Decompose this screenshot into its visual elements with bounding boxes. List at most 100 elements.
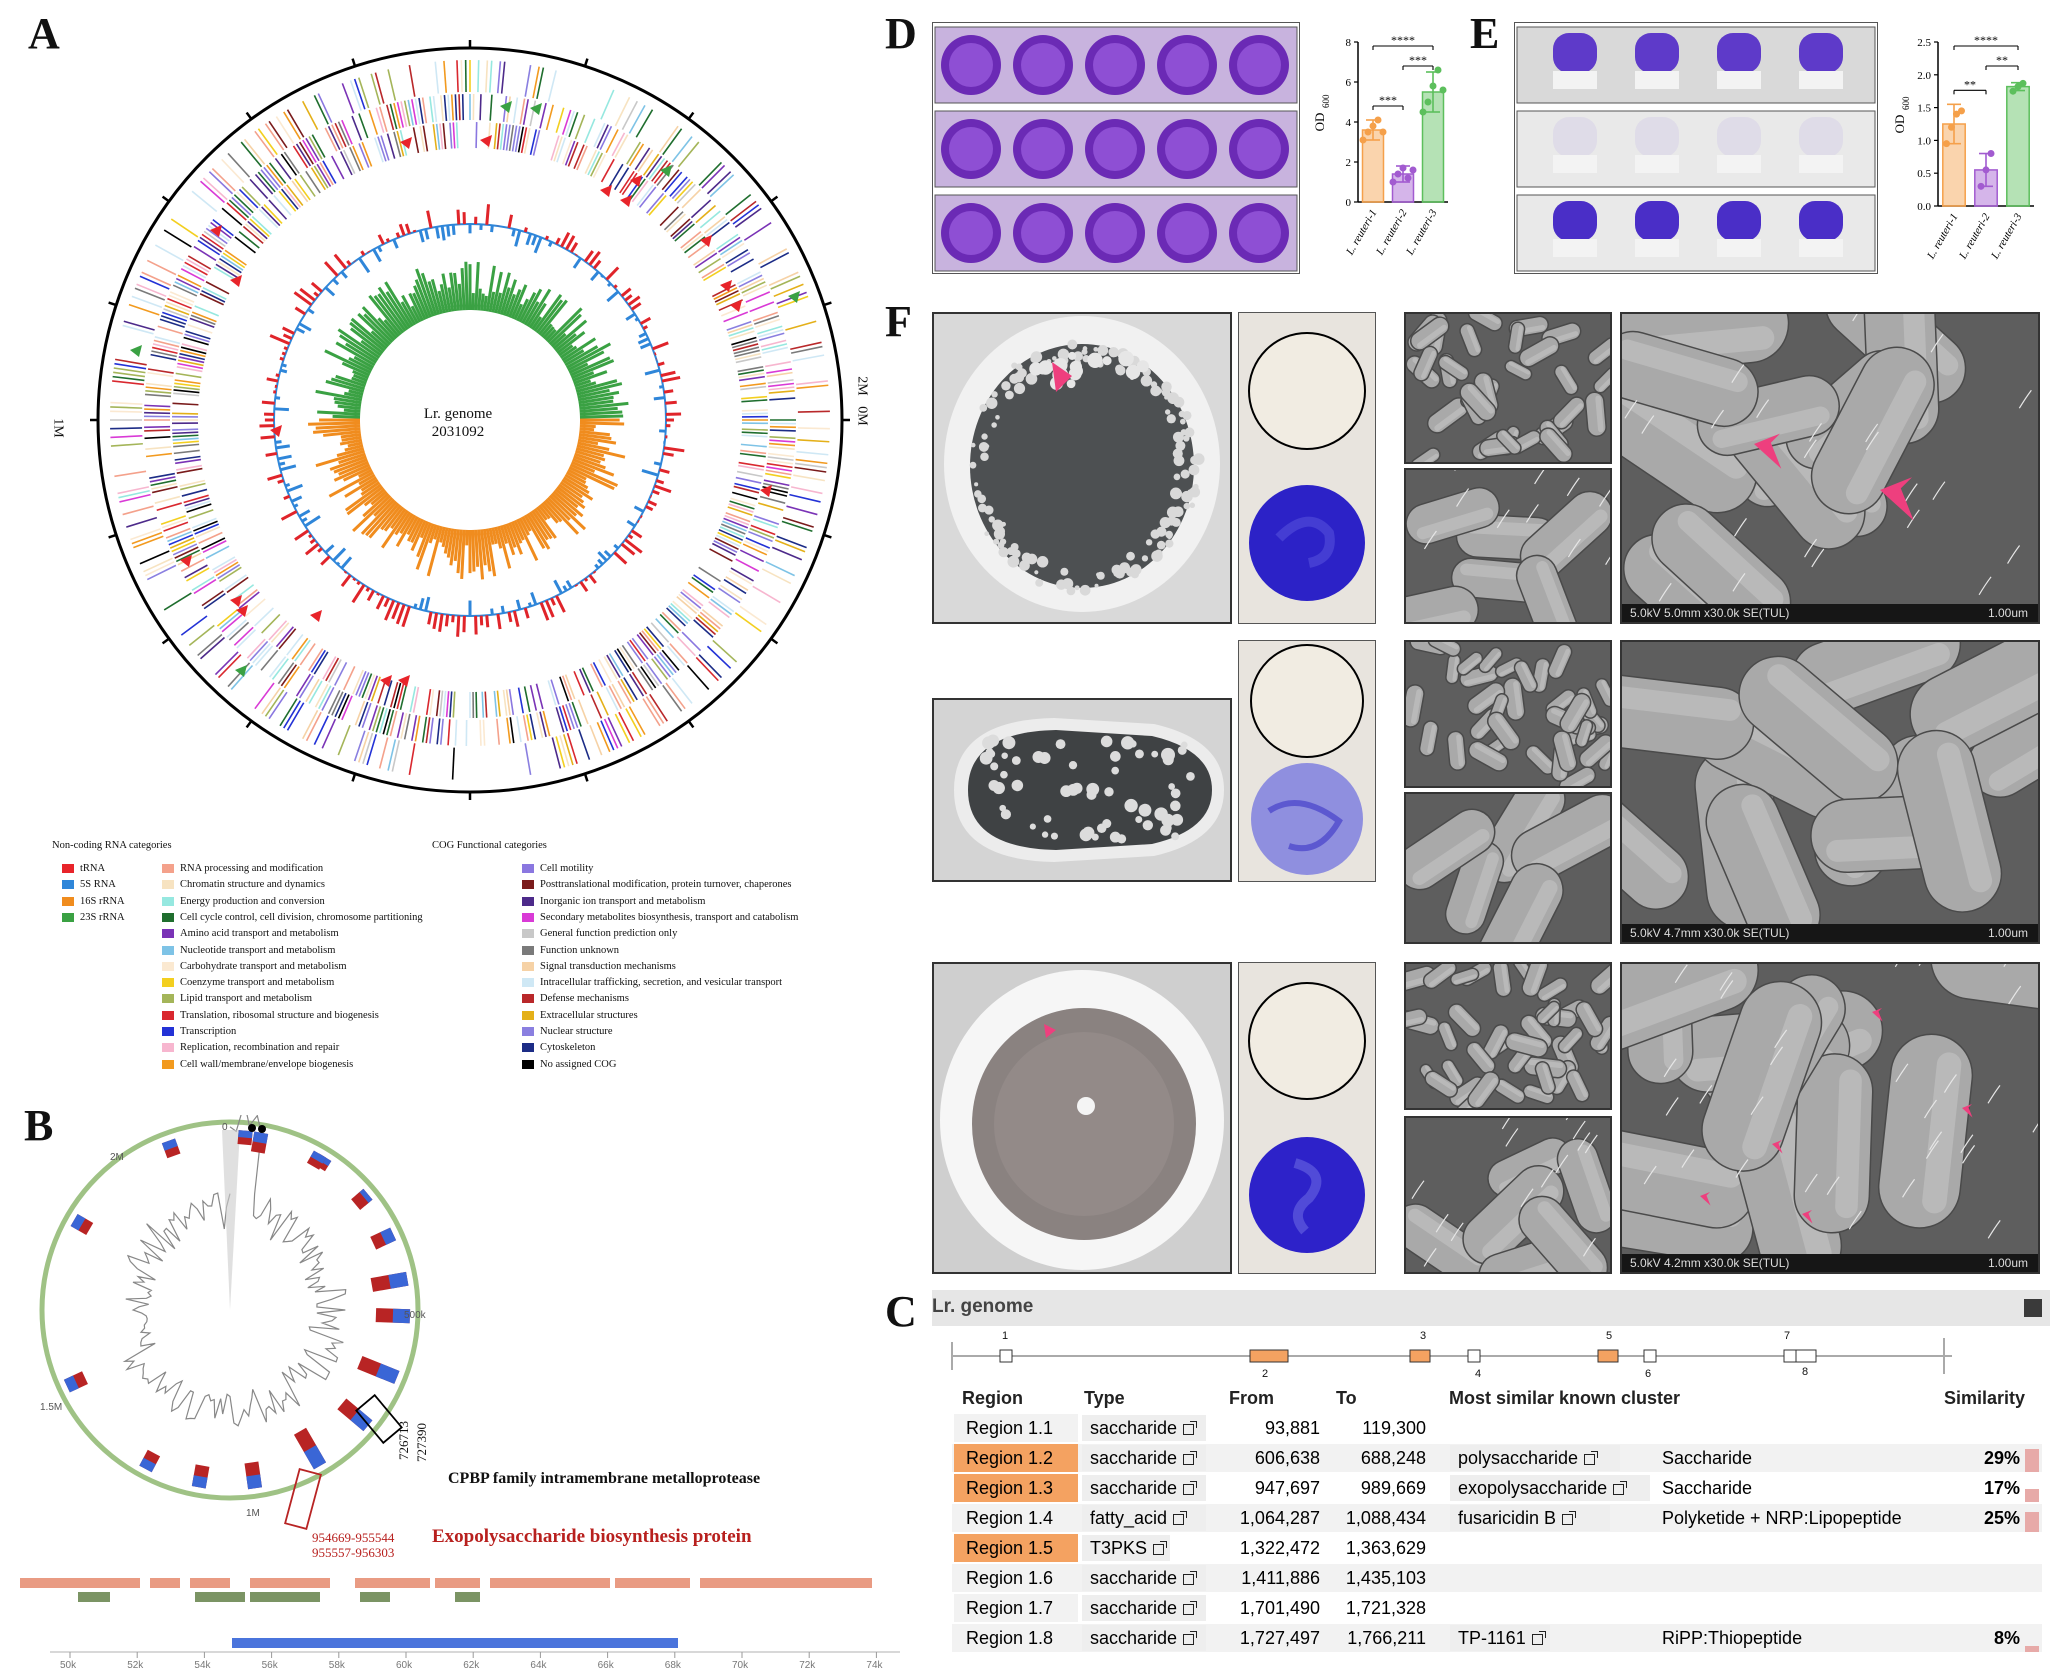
gc-skew-bar: [373, 295, 405, 334]
gc-content-bar: [320, 555, 331, 566]
gene-mark-outer: [785, 320, 817, 331]
bacterium-highlight: [1527, 1016, 1551, 1044]
bacterium-highlight: [1560, 366, 1577, 391]
gene-mark-outer: [734, 207, 762, 228]
colony: [1189, 486, 1201, 498]
type-link[interactable]: saccharide: [1090, 1418, 1198, 1439]
type-link[interactable]: saccharide: [1090, 1478, 1198, 1499]
legend-swatch: [522, 1010, 534, 1020]
colony: [1035, 578, 1044, 587]
legend-swatch: [522, 896, 534, 906]
region-link[interactable]: Region 1.2: [966, 1448, 1054, 1468]
data-point: [1364, 128, 1372, 136]
bacterium-highlight: [1712, 406, 1830, 449]
gene-mark-mid: [169, 537, 195, 549]
highlight-box-red: [284, 1468, 322, 1530]
track-tick-label: 62k: [463, 1660, 480, 1671]
gene-mark-inner: [666, 607, 686, 627]
bacterium-highlight: [1622, 339, 1748, 393]
cluster-marker[interactable]: [1249, 1349, 1289, 1363]
gene-mark-mid: [708, 221, 730, 239]
region-link[interactable]: Region 1.3: [966, 1478, 1054, 1498]
cluster-link[interactable]: exopolysaccharide: [1458, 1478, 1628, 1499]
gene-mark-mid: [690, 199, 712, 219]
gc-content-bar: [624, 538, 643, 554]
gene-mark-inner: [396, 683, 405, 710]
cluster-link[interactable]: TP-1161: [1458, 1628, 1546, 1649]
gene-mark-outer: [618, 711, 635, 742]
gene-mark-outer: [130, 528, 161, 541]
region-link[interactable]: Region 1.1: [966, 1418, 1054, 1438]
cluster-marker[interactable]: [1467, 1349, 1481, 1363]
region-link[interactable]: Region 1.8: [966, 1628, 1054, 1648]
colony: [1002, 736, 1016, 750]
gene-mark-inner: [331, 155, 345, 180]
gc-skew-bar: [569, 463, 619, 488]
gene-mark-mid: [228, 199, 250, 219]
gene-mark-mid: [730, 258, 754, 273]
gc-content-bar: [295, 327, 306, 334]
colony: [1104, 787, 1114, 797]
gc-skew-bar: [360, 339, 382, 357]
ncrna-legend-item: 16S rRNA: [62, 895, 125, 908]
cog-legend-item: Transcription: [162, 1025, 236, 1038]
gc-content-bar: [547, 241, 553, 247]
legend-label: Intracellular trafficking, secretion, an…: [540, 977, 783, 989]
gene-mark-mid: [231, 196, 252, 216]
gc-content-bar: [661, 375, 681, 383]
cluster-marker[interactable]: [1783, 1349, 1797, 1363]
gc-skew-bar: [578, 395, 614, 405]
cluster-link[interactable]: fusaricidin B: [1458, 1508, 1577, 1529]
ncrna-marker: [230, 275, 242, 287]
b-coords: 954669-955544 955557-956303: [312, 1530, 394, 1560]
gene-mark-inner: [442, 690, 447, 717]
cluster-marker[interactable]: [1409, 1349, 1431, 1363]
sig-label: ****: [1974, 33, 1998, 47]
sem-image-1a: [1404, 312, 1612, 464]
gc-content-bar: [332, 278, 340, 286]
gene-mark-mid: [150, 479, 177, 487]
gene-mark-mid: [268, 162, 287, 184]
gc-content-bar: [653, 396, 665, 401]
type-link[interactable]: saccharide: [1090, 1568, 1198, 1589]
type-link[interactable]: T3PKS: [1090, 1538, 1168, 1559]
col-type: Type: [1084, 1388, 1125, 1408]
region-link[interactable]: Region 1.7: [966, 1598, 1054, 1618]
gene-mark-inner: [592, 661, 607, 686]
gene-mark-mid: [590, 694, 603, 719]
gene-mark-mid: [165, 527, 191, 539]
type-link[interactable]: fatty_acid: [1090, 1508, 1188, 1529]
region-link[interactable]: Region 1.4: [966, 1508, 1054, 1528]
gene-mark-mid: [203, 592, 226, 610]
type-link[interactable]: saccharide: [1090, 1598, 1198, 1619]
well-inner: [1021, 211, 1065, 255]
gene-mark-inner: [511, 125, 518, 152]
gc-skew-bar: [410, 518, 424, 544]
cluster-table-title: Lr. genome: [932, 1296, 1034, 1317]
gene-mark-outer: [370, 73, 381, 105]
cluster-marker[interactable]: [1597, 1349, 1619, 1363]
gene-mark-inner: [263, 204, 283, 224]
region-link[interactable]: Region 1.6: [966, 1568, 1054, 1588]
cog-legend-item: Energy production and conversion: [162, 895, 325, 908]
cluster-marker[interactable]: [1643, 1349, 1657, 1363]
tube-base: [1553, 71, 1597, 89]
cluster-type-cell: Saccharide: [1662, 1478, 1753, 1498]
gc-skew-bar: [575, 379, 618, 393]
ncrna-marker: [270, 425, 282, 437]
collapse-toggle-button[interactable]: [2024, 1299, 2042, 1317]
ncrna-marker: [500, 101, 512, 113]
gc-content-bar: [490, 225, 494, 233]
type-link[interactable]: saccharide: [1090, 1448, 1198, 1469]
cluster-link[interactable]: polysaccharide: [1458, 1448, 1599, 1469]
legend-label: Transcription: [180, 1026, 237, 1037]
gc-content-bar: [527, 602, 532, 607]
cluster-marker[interactable]: [999, 1349, 1013, 1363]
type-link[interactable]: saccharide: [1090, 1628, 1198, 1649]
gc-skew-bar: [474, 262, 480, 311]
cluster-marker[interactable]: [1795, 1349, 1817, 1363]
region-link[interactable]: Region 1.5: [966, 1538, 1054, 1558]
gc-content-bar: [485, 204, 491, 225]
gene-mark-mid: [295, 673, 312, 697]
gene-mark-outer: [642, 698, 661, 727]
